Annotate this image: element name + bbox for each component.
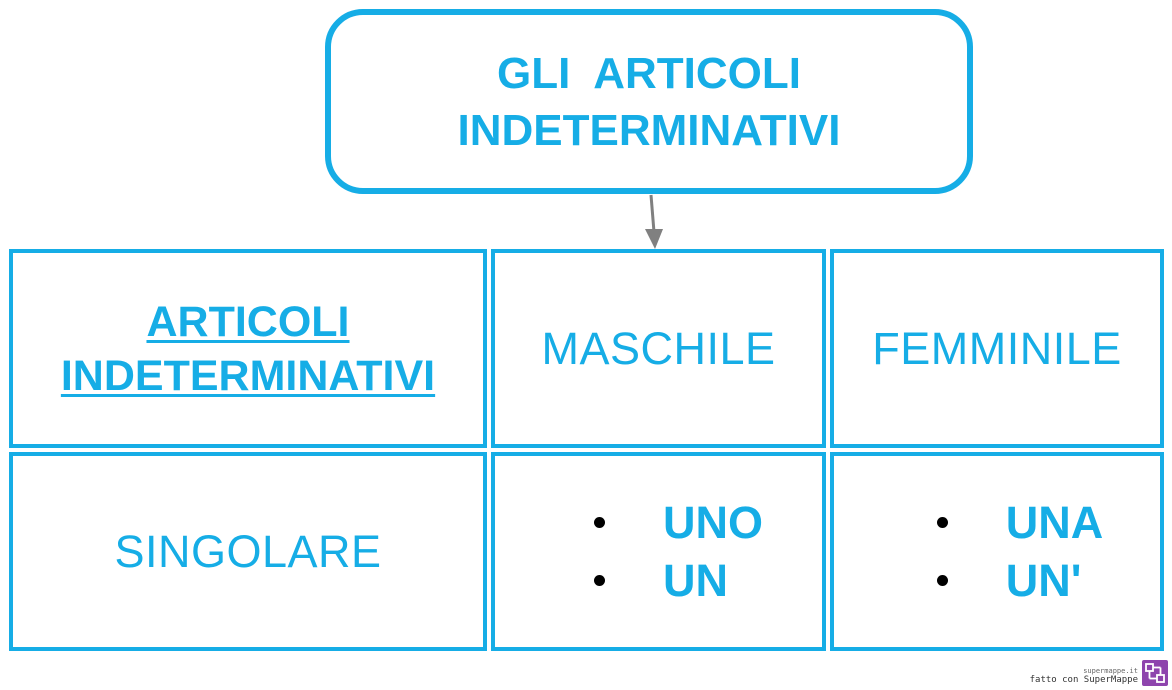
list-item: UNO — [594, 494, 763, 552]
title-line-1: GLI ARTICOLI — [497, 48, 801, 98]
column-header-femminile-label: FEMMINILE — [872, 322, 1122, 374]
table-header-line-2: INDETERMINATIVI — [60, 351, 436, 400]
footer-site: supermappe.it — [1083, 667, 1138, 675]
table-header-line-1: ARTICOLI — [146, 297, 350, 346]
title-line-2: INDETERMINATIVI — [457, 105, 841, 155]
article-una: UNA — [1005, 496, 1104, 548]
cell-singolare-femminile: UNA UN' — [830, 452, 1164, 651]
bullet-icon — [936, 517, 948, 528]
list-item: UN — [594, 552, 763, 610]
title-node: GLI ARTICOLI INDETERMINATIVI — [325, 9, 973, 194]
row-header-singolare-label: SINGOLARE — [114, 525, 382, 577]
bullet-icon — [594, 517, 605, 528]
cell-singolare-maschile: UNO UN — [491, 452, 826, 651]
footer-credit: supermappe.it fatto con SuperMappe — [1030, 667, 1138, 686]
column-header-maschile-label: MASCHILE — [541, 322, 776, 374]
bullet-icon — [936, 575, 948, 586]
article-uno: UNO — [663, 496, 763, 548]
article-un: UN — [663, 554, 728, 606]
row-header-singolare: SINGOLARE — [9, 452, 487, 651]
femminile-article-list: UNA UN' — [936, 494, 1104, 610]
list-item: UNA — [936, 494, 1104, 552]
column-header-maschile: MASCHILE — [491, 249, 826, 448]
footer-made-with: fatto con SuperMappe — [1029, 675, 1138, 685]
supermappe-logo-icon[interactable] — [1142, 660, 1168, 686]
table-header-title: ARTICOLI INDETERMINATIVI — [61, 295, 435, 403]
article-un-apostrophe: UN' — [1005, 554, 1082, 606]
bullet-icon — [594, 575, 605, 586]
table-header-cell: ARTICOLI INDETERMINATIVI — [9, 249, 487, 448]
maschile-article-list: UNO UN — [594, 494, 763, 610]
column-header-femminile: FEMMINILE — [830, 249, 1164, 448]
list-item: UN' — [936, 552, 1104, 610]
